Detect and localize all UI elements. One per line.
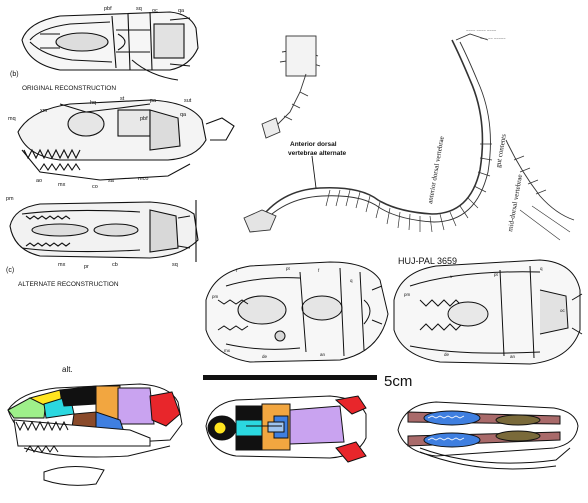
svg-text:qa: qa — [178, 8, 185, 14]
alternate-caption: ALTERNATE RECONSTRUCTION — [18, 281, 119, 288]
svg-text:pm: pm — [212, 294, 219, 299]
alternate-ventral-skull — [9, 200, 199, 262]
original-lateral-skull — [17, 99, 235, 181]
annotation-anterior-dorsal: Anterior dorsal — [290, 141, 337, 148]
ventral-bone-labels: pm mx pr cb sq — [6, 196, 178, 270]
svg-text:pm: pm — [6, 196, 14, 202]
svg-text:xm: xm — [40, 108, 48, 114]
svg-text:hq: hq — [90, 100, 96, 106]
colored-dorsal-skull — [205, 395, 367, 463]
lateral-bone-labels: mq xm hq st pa pbf sut qa ao mx co sa mco — [8, 96, 192, 190]
label-b: (b) — [10, 71, 19, 78]
svg-text:f: f — [236, 268, 238, 273]
svg-text:sq: sq — [172, 262, 178, 268]
colored-lateral-skull — [7, 383, 183, 486]
svg-text:pbf: pbf — [104, 6, 112, 12]
svg-text:mq: mq — [8, 116, 16, 122]
svg-text:pr: pr — [84, 264, 89, 270]
original-bone-labels: pbf sq oc qa — [104, 6, 185, 14]
annotation-mid-dorsal: mid-dorsal vertebrae — [506, 174, 524, 233]
svg-text:mco: mco — [138, 176, 148, 182]
svg-text:co: co — [92, 184, 98, 190]
svg-text:st: st — [120, 96, 125, 102]
svg-text:de: de — [262, 354, 268, 359]
specimen-skull-right — [393, 259, 583, 365]
svg-text:mx: mx — [224, 348, 231, 353]
svg-text:pa: pa — [150, 98, 157, 104]
sketch-header-scribble: ~~~~ ~~~~ ~~~~ ~~~ ~~ ~~~~~ — [466, 28, 506, 41]
svg-text:cb: cb — [112, 262, 118, 268]
svg-text:pt: pt — [286, 266, 291, 271]
svg-text:sa: sa — [108, 178, 115, 184]
specimen-bone-labels: pm f pt f q mx de an pm v pt q de an oc — [212, 266, 566, 359]
svg-text:q: q — [350, 278, 353, 283]
svg-text:an: an — [320, 352, 326, 357]
svg-text:mx: mx — [58, 182, 66, 188]
svg-text:mx: mx — [58, 262, 66, 268]
svg-text:an: an — [510, 354, 516, 359]
skeleton-sketch — [243, 33, 575, 241]
scale-label: 5cm — [384, 373, 412, 390]
colored-palate-skull — [397, 401, 579, 470]
original-dorsal-skull — [21, 11, 199, 81]
svg-text:pt: pt — [494, 272, 499, 277]
svg-text:oc: oc — [560, 308, 566, 313]
svg-text:v: v — [450, 274, 453, 279]
svg-text:oc: oc — [152, 8, 158, 14]
svg-text:sut: sut — [184, 98, 192, 104]
svg-text:qa: qa — [180, 112, 187, 118]
svg-text:de: de — [444, 352, 450, 357]
original-caption: ORIGINAL RECONSTRUCTION — [22, 85, 116, 92]
svg-text:~~~ ~~ ~~~~~: ~~~ ~~ ~~~~~ — [480, 36, 506, 41]
label-c: (c) — [6, 267, 14, 274]
svg-text:pm: pm — [404, 292, 411, 297]
annotation-anterior-dorsal-rotated: anterior dorsal vertebrae — [426, 136, 446, 205]
svg-text:pbf: pbf — [140, 116, 148, 122]
alt-label: alt. — [62, 365, 73, 374]
svg-text:f: f — [318, 268, 320, 273]
svg-text:sq: sq — [136, 6, 142, 12]
svg-text:q: q — [540, 266, 543, 271]
scale-bar — [203, 375, 377, 380]
svg-text:~~~~ ~~~~ ~~~~: ~~~~ ~~~~ ~~~~ — [466, 28, 497, 33]
annotation-vertebrae-alternate: vertebrae alternate — [288, 150, 347, 157]
specimen-skull-left — [205, 261, 389, 363]
specimen-label: HUJ-PAL 3659 — [398, 256, 457, 266]
annotation-gut-contents: gut contents — [494, 133, 508, 168]
svg-text:ao: ao — [36, 178, 42, 184]
